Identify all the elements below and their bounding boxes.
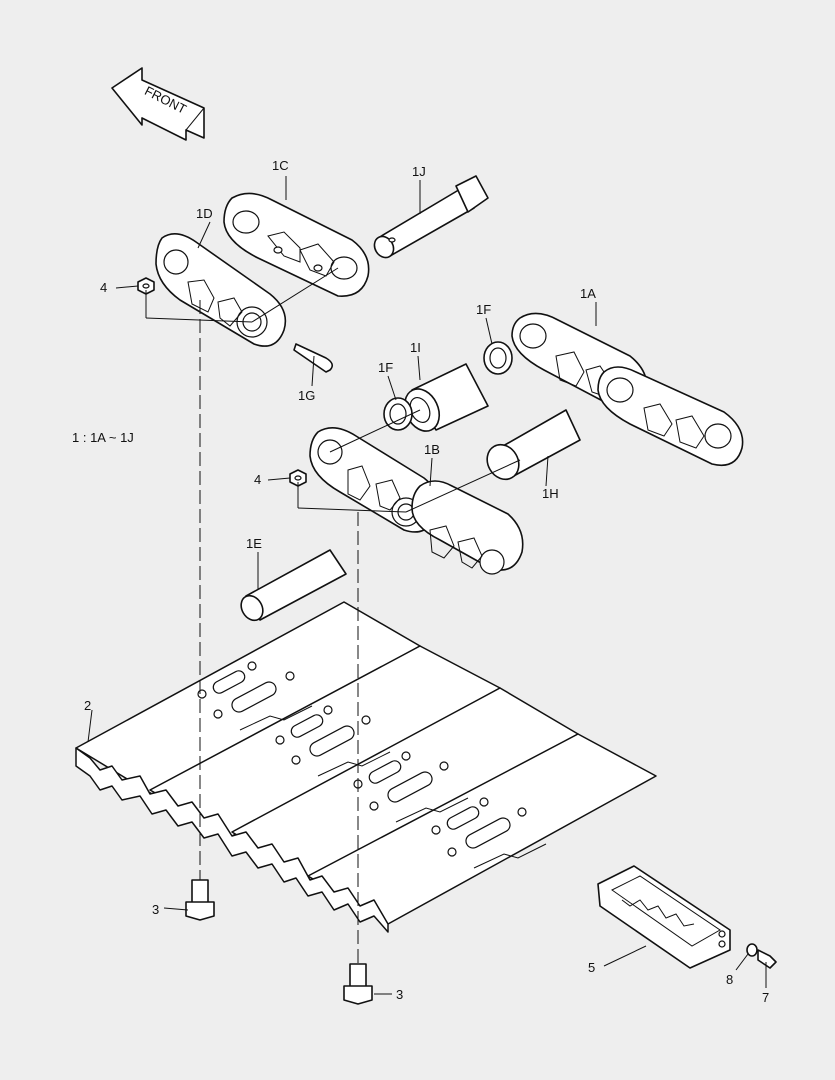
label-1a: 1A bbox=[580, 286, 596, 301]
seal-1f-left bbox=[383, 397, 413, 431]
bolt-3-right bbox=[343, 963, 373, 1005]
label-4-top: 4 bbox=[100, 280, 107, 295]
label-1e: 1E bbox=[246, 536, 262, 551]
link-1d bbox=[155, 233, 287, 347]
label-1i: 1I bbox=[410, 340, 421, 355]
leader-4-mid-b bbox=[297, 507, 407, 513]
bushing-axis bbox=[329, 409, 421, 453]
label-5: 5 bbox=[588, 960, 595, 975]
link-1b bbox=[309, 427, 524, 575]
pin-1e bbox=[240, 549, 347, 622]
label-1h: 1H bbox=[542, 486, 559, 501]
label-1b: 1B bbox=[424, 442, 440, 457]
label-1c: 1C bbox=[272, 158, 289, 173]
track-shoes bbox=[75, 601, 657, 933]
bushing-1i bbox=[403, 363, 489, 432]
label-1f-left: 1F bbox=[378, 360, 393, 375]
label-3-left: 3 bbox=[152, 902, 159, 917]
pin-1g bbox=[293, 343, 334, 373]
front-arrow: FRONT bbox=[111, 67, 205, 141]
label-2: 2 bbox=[84, 698, 91, 713]
label-1g: 1G bbox=[298, 388, 315, 403]
label-7: 7 bbox=[762, 990, 769, 1005]
bolt-7 bbox=[757, 949, 777, 969]
pin-axis-upper bbox=[251, 267, 339, 323]
label-3-right: 3 bbox=[396, 987, 403, 1002]
nut-4-top bbox=[137, 277, 155, 295]
link-1a bbox=[511, 312, 744, 467]
legend: 1 : 1A ~ 1J bbox=[72, 430, 134, 445]
bolt-3-left bbox=[185, 879, 215, 921]
link-1c bbox=[223, 192, 370, 297]
label-8: 8 bbox=[726, 972, 733, 987]
seal-1f-right bbox=[483, 341, 513, 375]
pin-1j bbox=[373, 175, 489, 259]
nut-4-mid bbox=[289, 469, 307, 487]
label-1d: 1D bbox=[196, 206, 213, 221]
label-4-mid: 4 bbox=[254, 472, 261, 487]
leader-4-top-b bbox=[145, 317, 253, 323]
pin-axis-lower bbox=[405, 459, 521, 513]
label-1j: 1J bbox=[412, 164, 426, 179]
washer-8 bbox=[746, 943, 758, 957]
guard-5 bbox=[597, 865, 731, 969]
label-1f-right: 1F bbox=[476, 302, 491, 317]
bushing-1h bbox=[486, 409, 581, 481]
